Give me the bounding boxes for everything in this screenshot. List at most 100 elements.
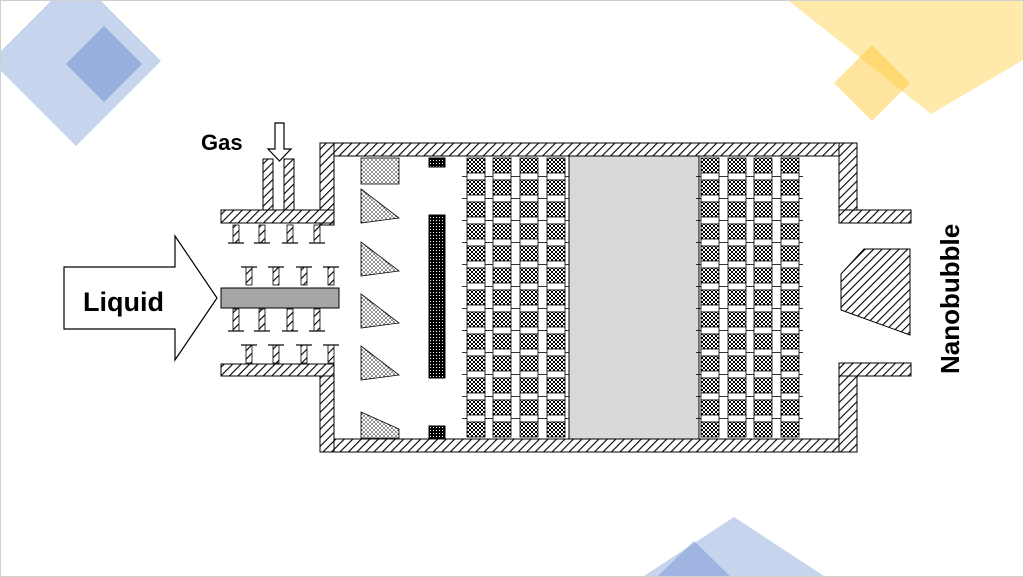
mesh-cell — [700, 267, 720, 284]
deco-blue-diamond-bottom — [658, 541, 730, 576]
mesh-cell — [780, 326, 800, 335]
mesh-cell — [753, 238, 773, 247]
mesh-columns — [462, 157, 803, 438]
mesh-cell — [492, 201, 512, 218]
mesh-cell — [727, 355, 747, 372]
mesh-cell — [466, 201, 486, 218]
mesh-cell — [466, 282, 486, 291]
mesh-cell — [700, 282, 720, 291]
mesh-cell — [753, 267, 773, 284]
mesh-cell — [466, 179, 486, 196]
inlet-pin — [286, 224, 294, 244]
mesh-cell — [753, 377, 773, 394]
mesh-cell — [700, 194, 720, 203]
mesh-cell — [519, 260, 539, 269]
mesh-cell — [466, 157, 486, 174]
mesh-cell — [727, 377, 747, 394]
black-plate — [428, 214, 446, 379]
mesh-cell — [753, 201, 773, 218]
cone-baffle — [360, 345, 401, 381]
mixing-chamber — [568, 155, 700, 440]
outlet-nozzle — [840, 248, 911, 336]
mesh-cell — [780, 267, 800, 284]
mesh-cell — [519, 333, 539, 350]
black-plate-bottom-block — [428, 425, 446, 439]
mesh-cell — [753, 348, 773, 357]
mesh-cell — [780, 370, 800, 379]
mesh-cell — [466, 223, 486, 240]
liquid-inlet-arrow — [63, 234, 218, 362]
inlet-pipe-upper — [220, 209, 335, 224]
mesh-cell — [700, 414, 720, 423]
mesh-cell — [546, 179, 566, 196]
mesh-cell — [492, 311, 512, 328]
mesh-cell — [753, 414, 773, 423]
mesh-cell — [466, 377, 486, 394]
mesh-cell — [546, 304, 566, 313]
mesh-cell — [780, 377, 800, 394]
mesh-column — [723, 157, 750, 438]
mesh-cell — [546, 414, 566, 423]
gas-label: Gas — [201, 130, 243, 155]
mesh-cell — [546, 201, 566, 218]
deco-blue-diamond-small — [66, 26, 142, 102]
mesh-cell — [519, 355, 539, 372]
mesh-cell — [753, 326, 773, 335]
mesh-cell — [519, 414, 539, 423]
mesh-cell — [519, 179, 539, 196]
mesh-cell — [492, 223, 512, 240]
mesh-cell — [780, 311, 800, 328]
mesh-cell — [780, 414, 800, 423]
mesh-cell — [492, 245, 512, 262]
inlet-pin — [232, 224, 240, 244]
gas-inlet-arrow — [266, 122, 293, 162]
mesh-cell — [727, 414, 747, 423]
deco-yellow-diamond — [834, 45, 910, 121]
mesh-cell — [727, 267, 747, 284]
mesh-cell — [753, 289, 773, 306]
cone-baffles — [360, 157, 401, 439]
mesh-cell — [700, 348, 720, 357]
mesh-cell — [492, 377, 512, 394]
mesh-cell — [753, 245, 773, 262]
mesh-cell — [700, 179, 720, 196]
mesh-cell — [546, 326, 566, 335]
inlet-pin — [286, 308, 294, 332]
mesh-cell — [727, 399, 747, 416]
mesh-cell — [780, 260, 800, 269]
mesh-cell — [466, 245, 486, 262]
mesh-cell — [466, 355, 486, 372]
mesh-cell — [519, 194, 539, 203]
mesh-cell — [780, 157, 800, 174]
mesh-cell — [700, 333, 720, 350]
liquid-label: Liquid — [83, 287, 164, 317]
mesh-cell — [753, 194, 773, 203]
mesh-cell — [492, 267, 512, 284]
mesh-cell — [466, 304, 486, 313]
inlet-pin — [300, 344, 308, 364]
mesh-cell — [492, 216, 512, 225]
mesh-cell — [700, 216, 720, 225]
mesh-cell — [492, 289, 512, 306]
mesh-cell — [780, 245, 800, 262]
mesh-cell — [753, 399, 773, 416]
mesh-cell — [727, 289, 747, 306]
mesh-cell — [519, 377, 539, 394]
mesh-cell — [466, 311, 486, 328]
mesh-cell — [700, 392, 720, 401]
mesh-cell — [546, 157, 566, 174]
cone-baffle — [360, 241, 401, 277]
mesh-cell — [780, 348, 800, 357]
mesh-cell — [519, 238, 539, 247]
mesh-cell — [727, 392, 747, 401]
mesh-cell — [700, 260, 720, 269]
mesh-cell — [492, 392, 512, 401]
mesh-cell — [492, 260, 512, 269]
mesh-cell — [700, 304, 720, 313]
mesh-cell — [466, 414, 486, 423]
mesh-cell — [700, 201, 720, 218]
mesh-cell — [727, 216, 747, 225]
mesh-cell — [753, 179, 773, 196]
mesh-cell — [727, 333, 747, 350]
mesh-cell — [466, 172, 486, 181]
